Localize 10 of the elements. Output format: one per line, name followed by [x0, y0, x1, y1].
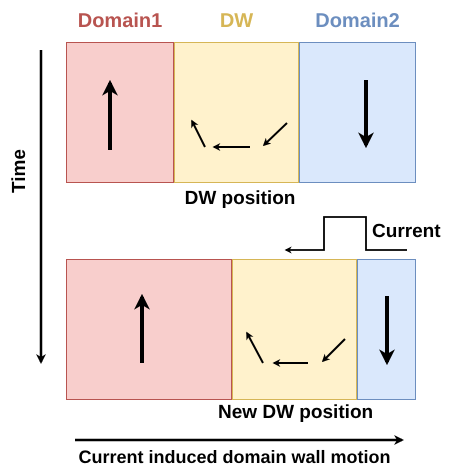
region-heading: Domain1 [76, 10, 164, 33]
axis-label: Time [9, 149, 31, 193]
domain-region [66, 259, 232, 400]
axis-label: DW position [184, 188, 296, 210]
axis-label: New DW position [218, 402, 374, 424]
axis-label: Current [372, 221, 441, 243]
domain-region [357, 259, 416, 400]
domain-region [232, 259, 357, 400]
region-heading: Domain2 [314, 10, 401, 33]
axis-label: Current induced domain wall motion [77, 447, 392, 468]
